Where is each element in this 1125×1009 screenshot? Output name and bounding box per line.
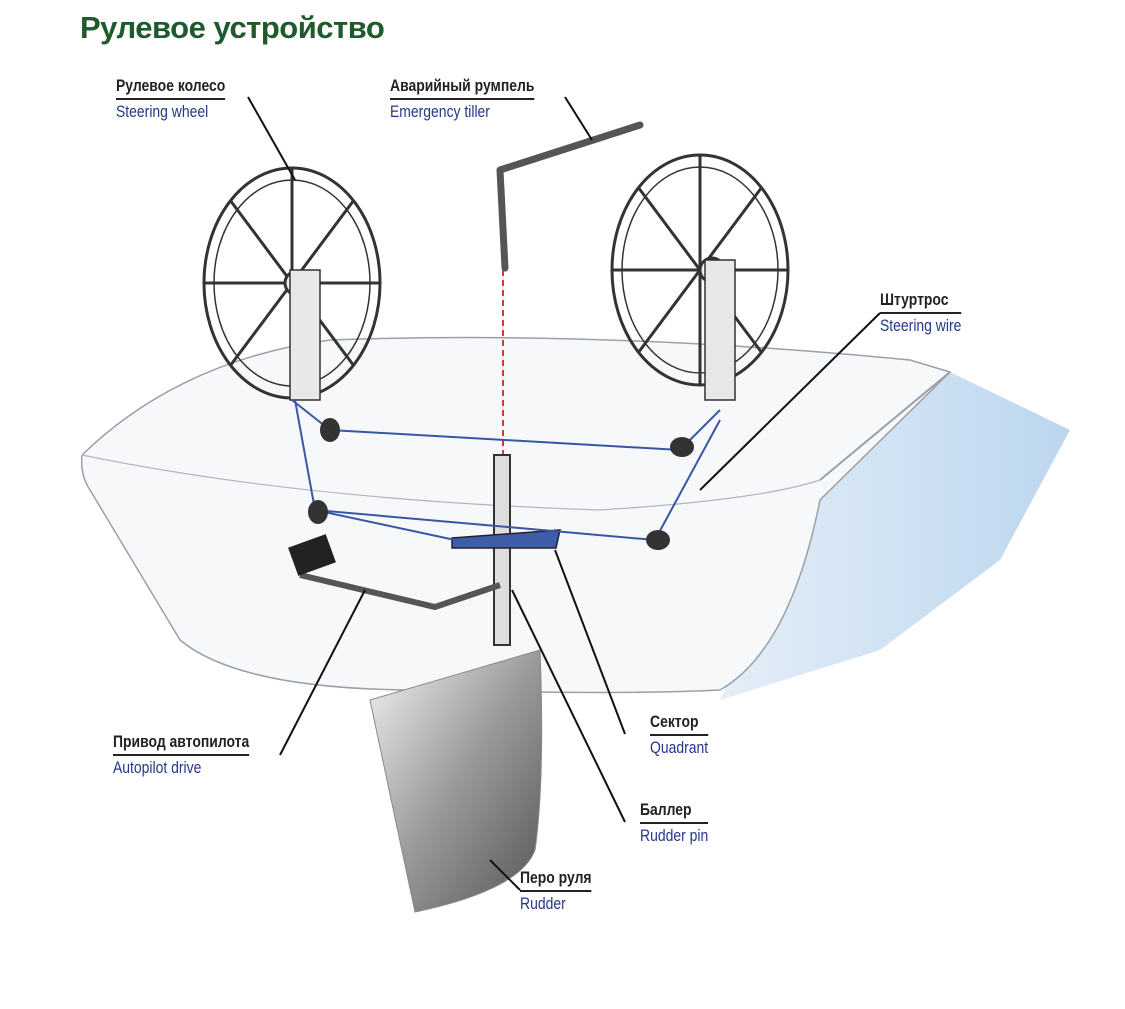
pulleys — [308, 418, 694, 550]
emergency-tiller — [496, 121, 644, 272]
deck-edge — [81, 454, 821, 511]
steering-wheel-left — [202, 166, 382, 401]
rudder-blade — [369, 649, 543, 913]
label-en: Autopilot drive — [113, 758, 202, 777]
label-en: Steering wire — [880, 316, 962, 335]
label-ru: Штуртрос — [880, 288, 962, 314]
label-autopilot-drive: Привод автопилота Autopilot drive — [113, 730, 250, 780]
label-ru: Привод автопилота — [113, 730, 250, 756]
label-quadrant: Сектор Quadrant — [650, 710, 709, 760]
page-title: Рулевое устройство — [80, 10, 385, 45]
label-ru: Баллер — [640, 798, 709, 824]
hull-side-water — [720, 372, 1070, 700]
quadrant — [451, 529, 561, 549]
label-rudder-pin: Баллер Rudder pin — [640, 798, 709, 848]
label-en: Steering wheel — [116, 102, 209, 121]
label-en: Rudder — [520, 894, 566, 913]
label-ru: Рулевое колесо — [116, 74, 226, 100]
steering-wheel-right — [610, 153, 790, 401]
label-rudder: Перо руля Rudder — [520, 866, 592, 916]
label-steering-wheel: Рулевое колесо Steering wheel — [116, 74, 226, 124]
label-ru: Аварийный румпель — [390, 74, 535, 100]
label-en: Emergency tiller — [390, 102, 490, 121]
steering-wire — [291, 399, 721, 542]
label-ru: Перо руля — [520, 866, 592, 892]
label-ru: Сектор — [650, 710, 709, 736]
label-en: Rudder pin — [640, 826, 709, 845]
deck-rim — [819, 371, 951, 481]
label-emergency-tiller: Аварийный румпель Emergency tiller — [390, 74, 535, 124]
leader-lines — [247, 96, 881, 891]
rudder-stock — [493, 454, 511, 646]
autopilot-drive — [299, 572, 501, 611]
label-en: Quadrant — [650, 738, 709, 757]
label-steering-wire: Штуртрос Steering wire — [880, 288, 962, 338]
